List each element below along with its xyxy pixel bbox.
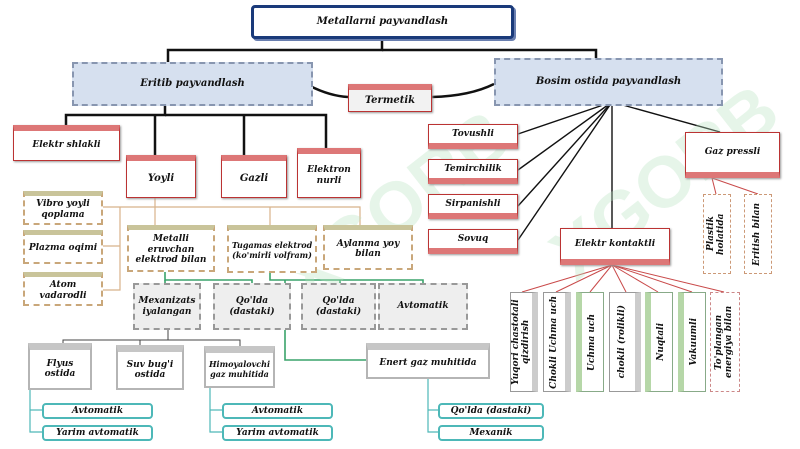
elektr-shlakli-node: Elektr shlakli: [13, 125, 120, 161]
gaz-pressli-child-2-label: Eritish bilan: [752, 202, 763, 266]
atom-node: Atom vadarodli: [23, 272, 103, 306]
tovushli-label: Tovushli: [452, 128, 494, 139]
gaz-pressli-child-1-label: Plastik holatida: [706, 213, 726, 255]
temirchilik-label: Temirchilik: [444, 163, 502, 174]
tugamas-node: Tugamas elektrod (ko'mirli volfram): [227, 225, 317, 273]
metalli-node: Metalli eruvchan elektrod bilan: [127, 225, 215, 272]
flyus-yarim-label: Yarim avtomatik: [56, 427, 139, 438]
enert-qolda-label: Qo'lda (dastaki): [450, 405, 532, 416]
him-avtomatik-leaf: Avtomatik: [222, 403, 333, 419]
kontakt-child-5-label: Nuqtali: [655, 323, 666, 361]
qolda2-node: Qo'lda (dastaki): [301, 283, 376, 330]
qolda1-label: Qo'lda (dastaki): [229, 296, 275, 317]
enert-label: Enert gaz muhitida: [379, 358, 477, 369]
sovuq-node: Sovuq: [428, 229, 518, 254]
flyus-node: Flyus ostida: [28, 343, 92, 390]
sovuq-label: Sovuq: [457, 233, 489, 244]
tovushli-node: Tovushli: [428, 124, 518, 149]
him-avtomatik-label: Avtomatik: [251, 405, 304, 416]
plazma-node: Plazma oqimi: [23, 230, 103, 264]
elektron-nurli-label: Elektron nurli: [307, 165, 351, 186]
kontakt-child-4-label: chokli (rolikli): [616, 305, 627, 379]
bosim-node: Bosim ostida payvandlash: [494, 58, 723, 106]
metalli-label: Metalli eruvchan elektrod bilan: [135, 234, 207, 266]
flyus-label: Flyus ostida: [44, 358, 76, 379]
vibro-label: Vibro yoyli qoplama: [36, 199, 90, 220]
yoyli-node: Yoyli: [126, 155, 196, 198]
atom-label: Atom vadarodli: [39, 280, 87, 301]
kontakt-child-6-label: Vakuumli: [688, 318, 699, 366]
elektron-nurli-node: Elektron nurli: [297, 148, 361, 198]
flyus-yarim-leaf: Yarim avtomatik: [42, 425, 153, 441]
vibro-node: Vibro yoyli qoplama: [23, 191, 103, 225]
temirchilik-node: Temirchilik: [428, 159, 518, 184]
kontakt-child-5: Nuqtali: [645, 292, 673, 392]
kontakt-child-2-label: Chokli Uchma uch: [548, 295, 559, 389]
elektr-kontaktli-label: Elektr kontaktli: [574, 238, 656, 249]
gazli-node: Gazli: [221, 155, 287, 198]
enert-mexanik-label: Mexanik: [469, 427, 513, 438]
qolda1-node: Qo'lda (dastaki): [213, 283, 291, 330]
qolda2-label: Qo'lda (dastaki): [315, 296, 362, 317]
enert-qolda-leaf: Qo'lda (dastaki): [438, 403, 544, 419]
him-yarim-leaf: Yarim avtomatik: [222, 425, 333, 441]
flyus-avtomatik-label: Avtomatik: [71, 405, 124, 416]
gazli-label: Gazli: [239, 173, 269, 185]
termetik-label: Termetik: [364, 94, 416, 106]
avtomatik-label: Avtomatik: [397, 301, 449, 312]
termetik-node: Termetik: [348, 84, 432, 112]
eritib-node: Eritib payvandlash: [72, 62, 313, 106]
kontakt-child-6: Vakuumli: [678, 292, 706, 392]
him-yarim-label: Yarim avtomatik: [236, 427, 319, 438]
himoyalovchi-label: Himoyalovchi gaz muhitida: [209, 359, 270, 379]
sirpanishli-node: Sirpanishli: [428, 194, 518, 219]
enert-node: Enert gaz muhitida: [366, 343, 490, 379]
gaz-pressli-child-2: Eritish bilan: [744, 194, 772, 274]
kontakt-child-7: To'plangan energiya bilan: [710, 292, 740, 392]
kontakt-child-4: chokli (rolikli): [609, 292, 641, 392]
suv-label: Suv bug'i ostida: [126, 359, 174, 380]
aylanma-node: Aylanma yoy bilan: [323, 225, 413, 270]
mexanizats-node: Mexanizats iyalangan: [133, 283, 201, 330]
mexanizats-label: Mexanizats iyalangan: [138, 296, 196, 317]
tugamas-label: Tugamas elektrod (ko'mirli volfram): [231, 240, 313, 260]
kontakt-child-7-label: To'plangan energiya bilan: [714, 305, 734, 379]
kontakt-child-3: Uchma uch: [576, 292, 604, 392]
yoyli-label: Yoyli: [147, 173, 175, 185]
bosim-label: Bosim ostida payvandlash: [535, 76, 682, 88]
gaz-pressli-child-1: Plastik holatida: [703, 194, 731, 274]
flyus-avtomatik-leaf: Avtomatik: [42, 403, 153, 419]
kontakt-child-1: Yuqori chastotali qizdirish: [510, 292, 538, 392]
gaz-pressli-label: Gaz pressli: [704, 147, 761, 158]
avtomatik-node: Avtomatik: [378, 283, 468, 330]
himoyalovchi-node: Himoyalovchi gaz muhitida: [204, 346, 275, 388]
sirpanishli-label: Sirpanishli: [445, 198, 501, 209]
eritib-label: Eritib payvandlash: [140, 78, 245, 90]
elektr-shlakli-label: Elektr shlakli: [32, 140, 101, 151]
gaz-pressli-node: Gaz pressli: [685, 132, 780, 178]
kontakt-child-3-label: Uchma uch: [586, 313, 597, 371]
enert-mexanik-leaf: Mexanik: [438, 425, 544, 441]
suv-node: Suv bug'i ostida: [116, 345, 184, 390]
plazma-label: Plazma oqimi: [28, 243, 98, 254]
kontakt-child-2: Chokli Uchma uch: [543, 292, 571, 392]
aylanma-label: Aylanma yoy bilan: [336, 238, 400, 259]
root-node: Metallarni payvandlash: [251, 5, 514, 39]
kontakt-child-1-label: Yuqori chastotali qizdirish: [510, 299, 531, 385]
root-label: Metallarni payvandlash: [316, 16, 449, 28]
elektr-kontaktli-node: Elektr kontaktli: [560, 228, 670, 265]
